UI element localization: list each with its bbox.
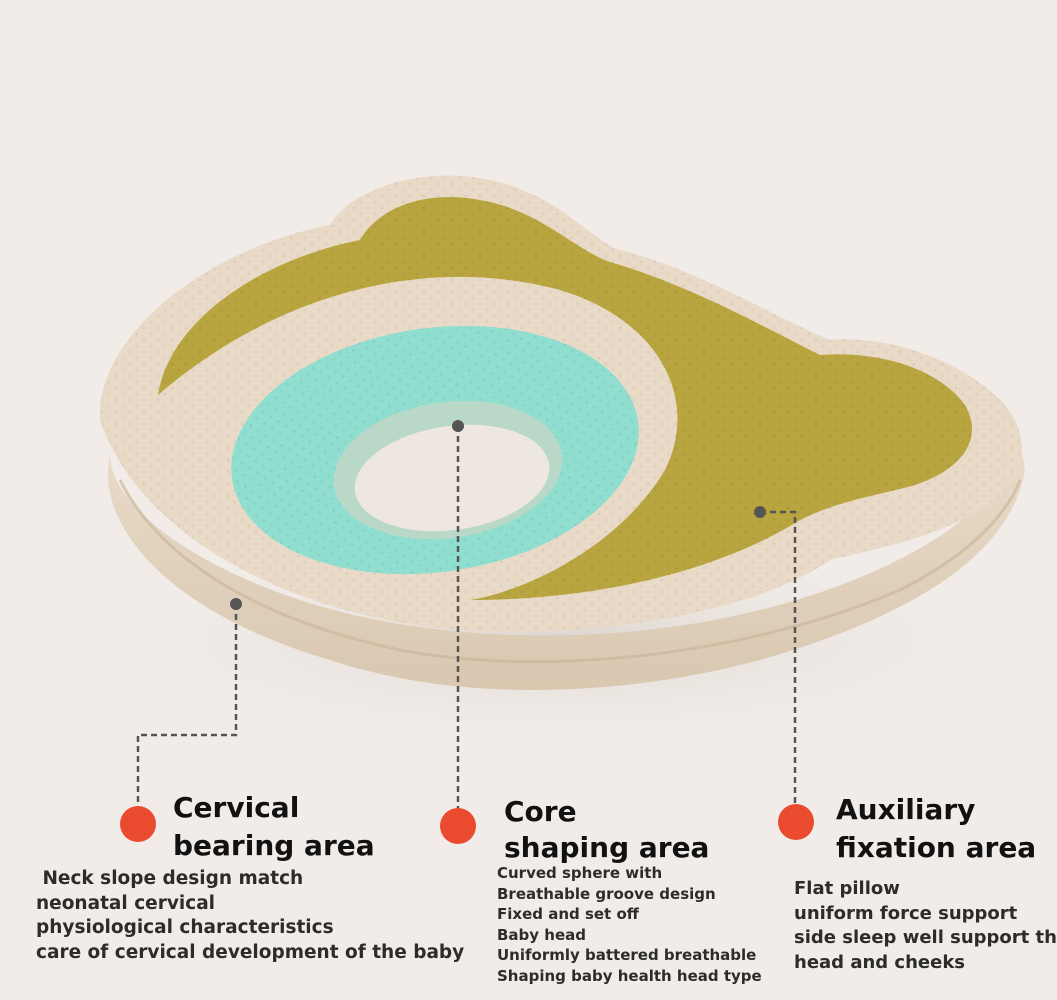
description-line: Baby head	[497, 925, 587, 944]
red-dot-icon	[440, 808, 476, 844]
anchor-cervical	[230, 598, 242, 610]
anchor-core	[452, 420, 464, 432]
leader-cervical	[136, 604, 238, 812]
red-dot-icon	[778, 804, 814, 840]
anchor-auxiliary	[754, 506, 766, 518]
leader-lines	[136, 426, 797, 812]
description-line: side sleep well support the	[794, 927, 1057, 948]
description-line: neonatal cervical	[36, 892, 216, 914]
auxiliary-description: Flat pillow uniform force support side s…	[794, 877, 1057, 975]
cervical-title-line2: bearing area	[173, 829, 375, 862]
red-dot-icon	[120, 806, 156, 842]
cervical-title-line1: Cervical	[173, 791, 300, 824]
auxiliary-title-line2: fixation area	[836, 831, 1037, 864]
description-line: head and cheeks	[794, 951, 966, 973]
leader-auxiliary	[760, 510, 797, 808]
description-line: Curved sphere with	[497, 864, 663, 882]
description-line: Flat pillow	[794, 878, 900, 899]
description-line: Uniformly battered breathable	[497, 946, 757, 964]
core-title-line1: Core	[504, 795, 577, 828]
description-line: Breathable groove design	[497, 884, 716, 903]
auxiliary-title-line1: Auxiliary	[836, 793, 976, 826]
cervical-description: Neck slope design match neonatal cervica…	[36, 867, 464, 965]
description-line: physiological characteristics	[36, 917, 334, 938]
core-title-line2: shaping area	[504, 831, 710, 864]
description-line: Shaping baby health head type	[497, 966, 762, 985]
description-line: care of cervical development of the baby	[36, 941, 465, 963]
center-hole	[354, 424, 550, 532]
description-line: Fixed and set off	[497, 905, 639, 923]
description-line: uniform force support	[794, 902, 1018, 924]
description-line: Neck slope design match	[36, 868, 304, 889]
core-description: Curved sphere with Breathable groove des…	[497, 863, 762, 986]
